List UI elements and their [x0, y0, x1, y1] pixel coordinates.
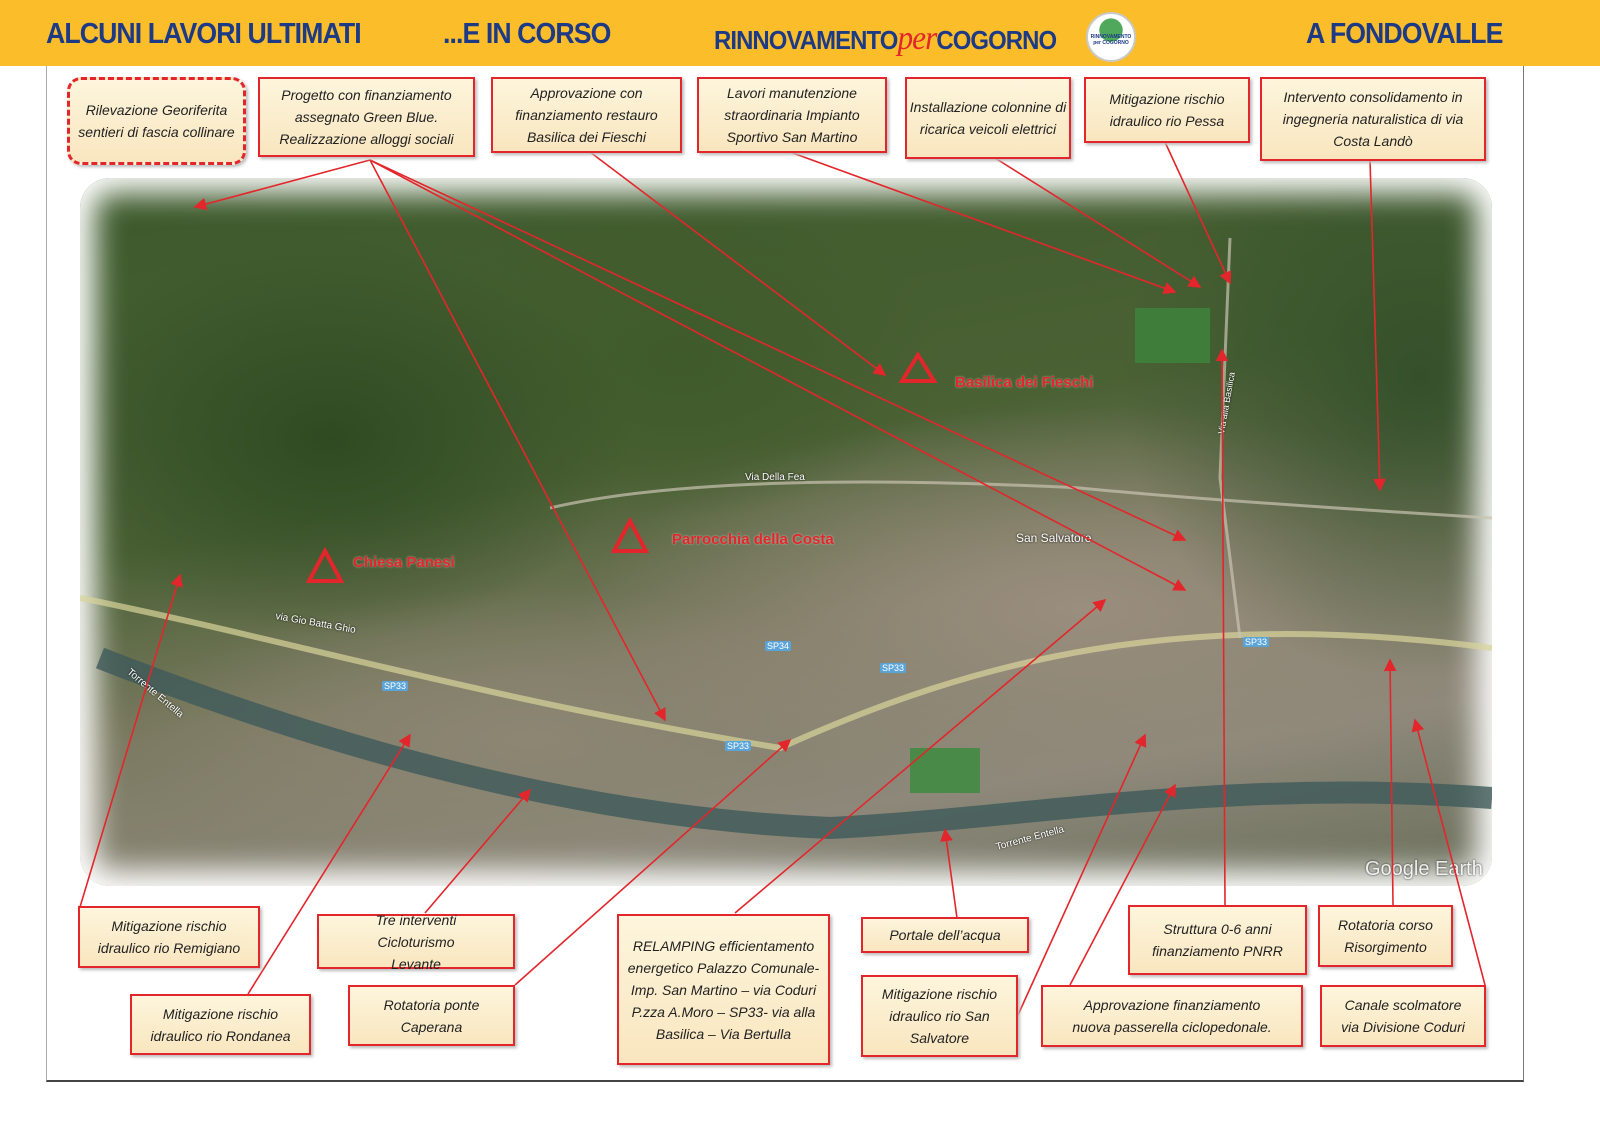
brand-a: RINNOVAMENTO [714, 25, 898, 55]
label-via-della-fea: Via Della Fea [745, 472, 805, 483]
callout-costa-lando: Intervento consolidamento in ingegneria … [1260, 77, 1486, 161]
party-logo: RINNOVAMENTO per COGORNO [1086, 12, 1136, 62]
road-via-della-fea [549, 480, 1492, 520]
title-left: ALCUNI LAVORI ULTIMATI [46, 18, 362, 50]
callout-san-martino: Lavori manutenzione straordinaria Impian… [697, 77, 887, 153]
brand-b: COGORNO [936, 25, 1057, 55]
landmark-triangle-icon [898, 351, 938, 383]
landmark-chiesa: Chiesa Panesi [353, 554, 455, 571]
callout-passerella: Approvazione finanziamento nuova passere… [1041, 985, 1303, 1047]
poster-frame [46, 66, 1524, 1082]
brand-title: RINNOVAMENTOperCOGORNO [714, 20, 1057, 58]
callout-green-blue: Progetto con finanziamento assegnato Gre… [258, 77, 475, 157]
callout-rondanea: Mitigazione rischio idraulico rio Rondan… [130, 994, 311, 1055]
callout-san-salvatore: Mitigazione rischio idraulico rio San Sa… [861, 975, 1018, 1057]
callout-relamping: RELAMPING efficientamento energetico Pal… [617, 914, 830, 1065]
road-label: SP33 [725, 741, 752, 751]
title-right: A FONDOVALLE [1306, 18, 1503, 50]
callout-struttura-pnrr: Struttura 0-6 anni finanziamento PNRR [1128, 905, 1307, 975]
landmark-basilica: Basilica dei Fieschi [955, 374, 1094, 391]
road-label: SP33 [880, 663, 907, 673]
callout-canale-scolmatore: Canale scolmatore via Divisione Coduri [1320, 985, 1486, 1047]
brand-per: per [897, 20, 937, 57]
google-earth-watermark: Google Earth [1365, 858, 1483, 880]
callout-rio-pessa: Mitigazione rischio idraulico rio Pessa [1084, 77, 1250, 143]
road-label: SP33 [382, 681, 409, 691]
header-banner: ALCUNI LAVORI ULTIMATI ...E IN CORSO RIN… [0, 0, 1600, 66]
callout-portale-acqua: Portale dell’acqua [861, 917, 1029, 953]
callout-rotatoria-risorgimento: Rotatoria corso Risorgimento [1318, 905, 1453, 967]
callout-remigiano: Mitigazione rischio idraulico rio Remigi… [78, 906, 260, 968]
road-label: SP33 [1243, 637, 1270, 647]
callout-colonnine: Installazione colonnine di ricarica veic… [905, 77, 1071, 159]
landmark-parrocchia: Parrocchia della Costa [672, 531, 834, 548]
sports-field-2 [910, 748, 980, 793]
satellite-map: Basilica dei Fieschi Parrocchia della Co… [80, 178, 1492, 886]
callout-rilevazione: Rilevazione Georiferita sentieri di fasc… [67, 77, 246, 165]
callout-rotatoria-caperana: Rotatoria ponte Caperana [348, 985, 515, 1046]
landmark-triangle-icon [305, 546, 345, 583]
road-via-alla-basilica [1218, 237, 1242, 639]
title-left-2: ...E IN CORSO [443, 18, 611, 50]
road-label: SP34 [765, 641, 792, 651]
sports-field [1135, 308, 1210, 363]
label-san-salvatore: San Salvatore [1016, 531, 1092, 545]
callout-cicloturismo: Tre interventi Cicloturismo Levante [317, 912, 515, 972]
callout-basilica: Approvazione con finanziamento restauro … [491, 77, 682, 153]
landmark-triangle-icon [610, 516, 650, 553]
